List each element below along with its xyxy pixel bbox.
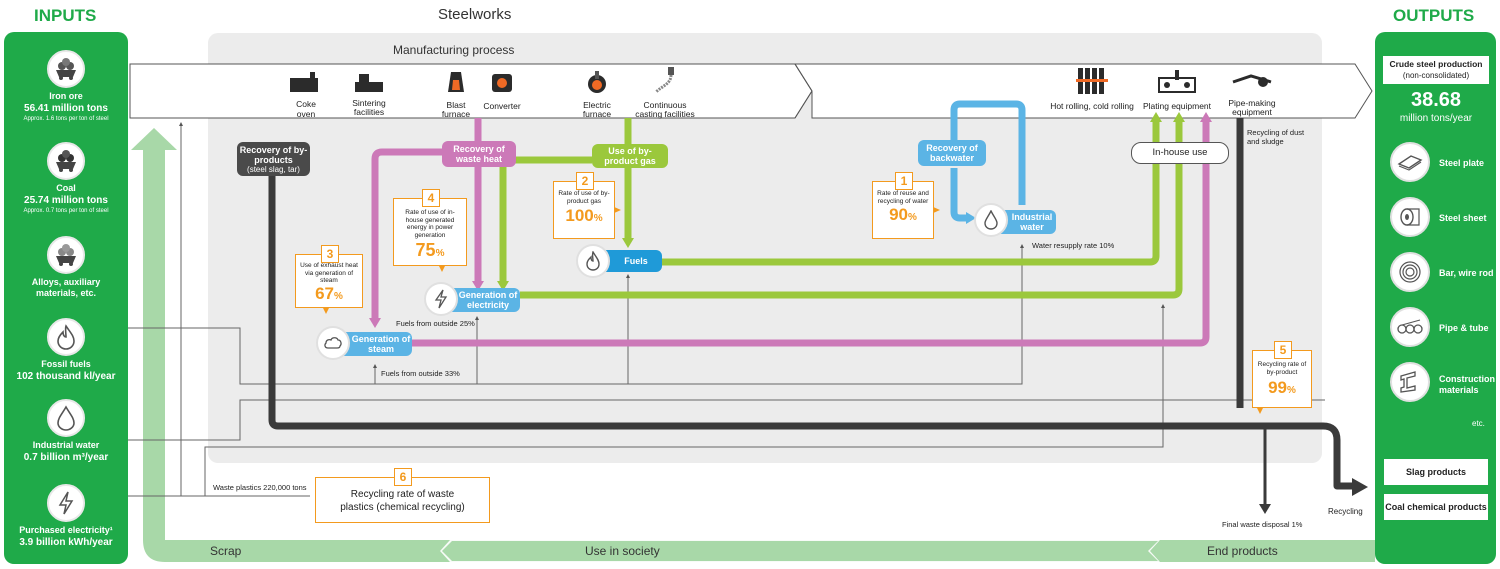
metric-6-number: 6 [394, 468, 412, 486]
crude-steel-unit: million tons/year [1399, 113, 1473, 124]
process-plating: Plating equipment [1140, 68, 1214, 111]
input-coal: Coal 25.74 million tons Approx. 0.7 tons… [3, 142, 129, 215]
process-rolling: Hot rolling, cold rolling [1050, 66, 1134, 111]
metric-6: 6 Recycling rate of waste plastics (chem… [315, 468, 490, 523]
product-steel-sheet: Steel sheet [1439, 213, 1487, 223]
inputs-header: INPUTS [34, 6, 97, 25]
process-blast-furnace: Blast furnace [437, 68, 475, 119]
slag-products-box: Slag products [1384, 459, 1488, 485]
input-purchased-electricity: Purchased electricity¹ 3.9 billion kWh/y… [3, 484, 129, 549]
note-waste-plastics: Waste plastics 220,000 tons [213, 483, 307, 492]
water-drop-icon [974, 203, 1008, 237]
plating-icon [1158, 70, 1196, 93]
water-drop-icon [47, 399, 85, 437]
metric-2-number: 2 [576, 172, 594, 190]
metric-4-number: 4 [422, 189, 440, 207]
metric-1: 1 Rate of reuse and recycling of water 9… [872, 172, 934, 239]
lightning-icon [47, 484, 85, 522]
coke-oven-icon [290, 72, 318, 92]
converter-icon [492, 74, 512, 92]
metric-5-number: 5 [1274, 341, 1292, 359]
process-coke-oven: Coke oven [286, 70, 326, 119]
flame-icon [47, 318, 85, 356]
steel-sheet-icon [1390, 197, 1430, 237]
products-etc: etc. [1472, 419, 1485, 428]
steelworks-header: Steelworks [438, 6, 512, 23]
node-recovery-byproducts: Recovery of by-products (steel slag, tar… [237, 142, 310, 176]
blast-furnace-icon [448, 72, 464, 92]
metric-3-number: 3 [321, 245, 339, 263]
node-recovery-waste-heat: Recovery of waste heat [442, 141, 516, 167]
metric-4: 4 Rate of use of in-house generated ener… [393, 189, 467, 266]
note-water-resupply: Water resupply rate 10% [1032, 241, 1115, 250]
label-use-in-society: Use in society [585, 544, 660, 558]
lightning-icon [424, 282, 458, 316]
process-pipe-making: Pipe-making equipment [1220, 70, 1284, 117]
product-steel-plate: Steel plate [1439, 158, 1485, 168]
inputs-panel [4, 32, 128, 564]
note-final-waste: Final waste disposal 1% [1222, 520, 1303, 529]
construction-materials-icon [1390, 362, 1430, 402]
use-in-society-band [442, 541, 1158, 561]
metric-5: 5 Recycling rate of by-product 99% [1252, 341, 1312, 408]
node-recovery-backwater: Recovery of backwater [918, 140, 986, 166]
node-fuels: Fuels [596, 250, 662, 272]
pipe-making-icon [1232, 74, 1272, 87]
coal-chemical-products-box: Coal chemical products [1384, 494, 1488, 520]
note-recycling-dust: Recycling of dust and sludge [1247, 128, 1305, 146]
node-generation-electricity: Generation of electricity [446, 288, 520, 312]
node-in-house-use: In-house use [1131, 142, 1229, 164]
product-construction-materials: Construction materials [1439, 374, 1495, 395]
sintering-icon [355, 74, 383, 92]
outputs-header: OUTPUTS [1393, 6, 1475, 25]
process-continuous-casting: Continuous casting facilities [630, 66, 700, 119]
input-industrial-water: Industrial water 0.7 billion m³/year [3, 399, 129, 464]
crude-steel-value: 38.68 [1410, 89, 1462, 111]
process-electric-furnace: Electric furnace [578, 70, 616, 119]
input-alloys: Alloys, auxiliary materials, etc. [3, 236, 129, 299]
pipe-tube-icon [1390, 307, 1430, 347]
alloys-icon [47, 236, 85, 274]
rolling-icon [1076, 68, 1108, 94]
process-converter: Converter [481, 70, 523, 111]
note-recycling: Recycling [1328, 507, 1363, 516]
coal-icon [47, 142, 85, 180]
metric-3: 3 Use of exhaust heat via generation of … [295, 245, 363, 308]
process-sintering: Sintering facilities [343, 70, 395, 117]
steel-plate-icon [1390, 142, 1430, 182]
iron-ore-icon [47, 50, 85, 88]
product-pipe-tube: Pipe & tube [1439, 323, 1489, 333]
electric-furnace-icon [588, 71, 606, 93]
label-end-products: End products [1207, 544, 1278, 558]
note-fuels-outside-33: Fuels from outside 33% [381, 369, 460, 378]
node-use-byproduct-gas: Use of by-product gas [592, 144, 668, 168]
steam-cloud-icon [316, 326, 350, 360]
label-scrap: Scrap [210, 544, 242, 558]
crude-steel-box: Crude steel production (non-consolidated… [1383, 56, 1489, 84]
note-fuels-outside-25: Fuels from outside 25% [396, 319, 475, 328]
steelworks-area [208, 33, 1322, 463]
metric-2: 2 Rate of use of by-product gas 100% [553, 172, 615, 239]
wire-rod-icon [1390, 252, 1430, 292]
end-products-band [1152, 541, 1375, 561]
input-iron-ore: Iron ore 56.41 million tons Approx. 1.6 … [3, 50, 129, 123]
input-fossil-fuels: Fossil fuels 102 thousand kl/year [3, 318, 129, 383]
manufacturing-process-label: Manufacturing process [393, 43, 515, 57]
continuous-casting-icon [654, 67, 674, 94]
product-bar-wire-rod: Bar, wire rod [1439, 268, 1494, 278]
flame-icon [576, 244, 610, 278]
scrap-arrow-head [131, 128, 177, 150]
metric-1-number: 1 [895, 172, 913, 190]
node-generation-steam: Generation of steam [338, 332, 412, 356]
